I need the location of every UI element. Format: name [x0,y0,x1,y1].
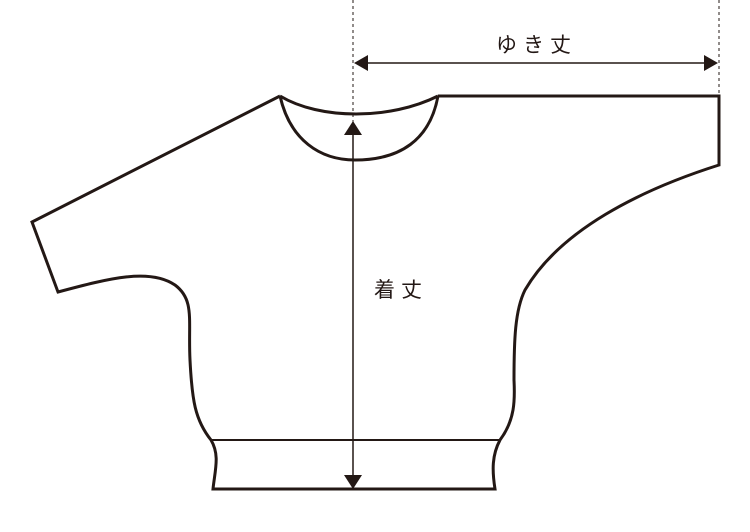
neckline-back [279,94,439,116]
sleeve-length-label: ゆき丈 [496,33,577,57]
arrowhead-down-icon [344,475,362,489]
body-length-label: 着丈 [374,278,428,302]
arrowhead-up-icon [344,121,362,135]
neckline-front [278,95,440,162]
arrowhead-right-icon [704,55,718,71]
arrowhead-left-icon [354,55,368,71]
sweater-outline [30,94,721,491]
